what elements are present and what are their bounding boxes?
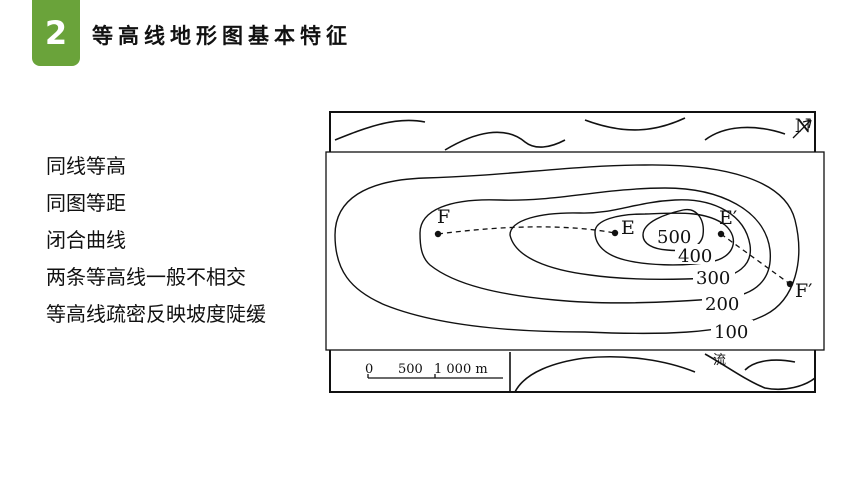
label-F-prime: F′ — [795, 280, 813, 302]
point-F — [434, 230, 442, 238]
label-E-prime: E′ — [719, 207, 737, 229]
section-number: 2 — [44, 14, 68, 52]
contour-500 — [642, 208, 704, 252]
bottom-strip-terrain — [509, 352, 816, 393]
profile-line-F-E — [437, 226, 616, 235]
contour-label-200: 200 — [705, 294, 739, 315]
contour-300 — [509, 199, 752, 280]
contour-label-400: 400 — [678, 246, 712, 267]
scale-label-zero: 0 — [365, 362, 373, 377]
section-number-badge: 2 — [32, 0, 80, 66]
feature-item-1: 同线等高 — [46, 154, 126, 178]
feature-item-4: 两条等高线一般不相交 — [46, 265, 246, 289]
contour-label-500: 500 — [657, 227, 691, 248]
label-E: E — [621, 217, 635, 239]
point-E-prime — [717, 230, 725, 238]
contour-200 — [419, 187, 771, 304]
profile-lines — [437, 226, 791, 285]
contour-100 — [334, 164, 800, 335]
section-title: 等高线地形图基本特征 — [92, 24, 352, 48]
scale-label-end: 1 000 m — [434, 362, 488, 377]
main-map-panel — [325, 151, 825, 351]
feature-item-3: 闭合曲线 — [46, 228, 126, 252]
contour-map: N F E E′ F′ 500 400 300 — [325, 111, 825, 393]
point-F-prime — [786, 280, 794, 288]
point-E — [611, 229, 619, 237]
feature-item-2: 同图等距 — [46, 191, 126, 215]
contour-lines — [334, 164, 800, 335]
contour-label-100: 100 — [714, 322, 748, 343]
contour-labels: 500 400 300 200 100 — [655, 225, 753, 343]
scale-bar: 0 500 1 000 m — [365, 362, 503, 379]
profile-points — [434, 229, 794, 288]
contour-label-300: 300 — [696, 268, 730, 289]
feature-item-5: 等高线疏密反映坡度陡缓 — [46, 302, 266, 326]
river-label: 流 — [713, 353, 726, 368]
background-map-frame — [329, 111, 816, 393]
top-strip-contours — [334, 117, 786, 151]
feature-list: 同线等高 同图等距 闭合曲线 两条等高线一般不相交 等高线疏密反映坡度陡缓 — [46, 148, 266, 333]
scale-label-mid: 500 — [398, 362, 423, 377]
label-F: F — [437, 206, 450, 228]
contour-400 — [594, 212, 735, 266]
north-arrow: N — [792, 115, 812, 139]
